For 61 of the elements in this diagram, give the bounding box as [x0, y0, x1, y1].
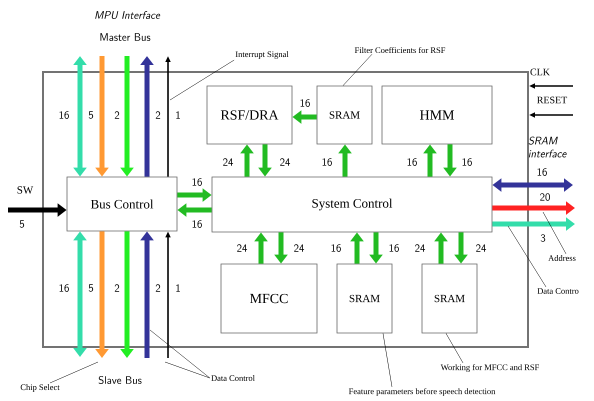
callout-text: Working for MFCC and RSF: [440, 364, 539, 372]
callout-text: Address: [548, 255, 576, 261]
callout-text: Chip Select: [20, 384, 60, 392]
edge-label: 5: [20, 220, 24, 228]
edge-label: 24: [237, 244, 248, 252]
leader-line: [446, 333, 464, 364]
leader-line: [382, 333, 392, 388]
edge-label: 16: [192, 220, 202, 228]
edge-label: 2: [156, 111, 160, 119]
leader-line: [508, 226, 546, 288]
edge-label: 16: [300, 99, 310, 107]
edge-label: 5: [88, 284, 94, 292]
edge-label: 24: [223, 158, 234, 166]
leader-line: [342, 54, 372, 86]
edge-label: 16: [538, 168, 547, 176]
callout-text: Feature parameters before speech detection: [348, 388, 496, 396]
edge-label: 16: [332, 244, 341, 252]
edge-label: 2: [114, 284, 120, 292]
signal-label: SW: [18, 186, 34, 194]
edge-label: CLK: [530, 68, 550, 76]
chip-outline: [42, 71, 529, 348]
callout-text: Data Control: [211, 375, 255, 381]
leader-line: [150, 330, 210, 378]
leader-line: [164, 362, 210, 378]
edge-label: 16: [322, 158, 332, 166]
heading: MPU Interface: [95, 11, 160, 19]
edge-label: 24: [476, 244, 486, 252]
heading: Master Bus: [100, 33, 150, 41]
heading: Slave Bus: [98, 376, 142, 384]
edge-label: 16: [408, 158, 417, 166]
edge-label: 24: [415, 244, 426, 252]
edge-label: 16: [60, 284, 69, 292]
edge-label: 1: [176, 111, 180, 119]
edge-label: 20: [540, 193, 550, 201]
block-box: RSF/DRA: [206, 86, 292, 144]
block-box: SRAM: [422, 264, 478, 334]
edge-label: RESET: [537, 96, 568, 104]
edge-label: 24: [294, 244, 304, 252]
leader-line: [50, 362, 98, 384]
block-box: SRAM: [336, 264, 392, 334]
edge-label: 3: [540, 234, 546, 242]
block-box: SRAM: [316, 86, 372, 144]
edge-label: 16: [60, 111, 69, 119]
callout-text: Interrupt Signal: [236, 51, 289, 59]
edge-label: 24: [280, 158, 290, 166]
edge-label: 16: [192, 178, 202, 186]
edge-label: 16: [462, 158, 472, 166]
edge-label: 1: [176, 284, 180, 292]
block-box: HMM: [382, 86, 492, 144]
edge-label: 5: [88, 111, 94, 119]
edge-label: 16: [390, 244, 399, 252]
leader-line: [170, 60, 234, 100]
heading: SRAM interface: [528, 136, 567, 158]
block-box: System Control: [212, 176, 492, 232]
edge-label: 2: [114, 111, 120, 119]
edge-label: 2: [156, 284, 160, 292]
callout-text: Filter Coefficients for RSF: [354, 46, 446, 54]
callout-text: Data Contro: [537, 288, 578, 294]
leader-line: [542, 212, 566, 254]
block-box: MFCC: [220, 264, 318, 334]
block-box: Bus Control: [66, 176, 178, 232]
